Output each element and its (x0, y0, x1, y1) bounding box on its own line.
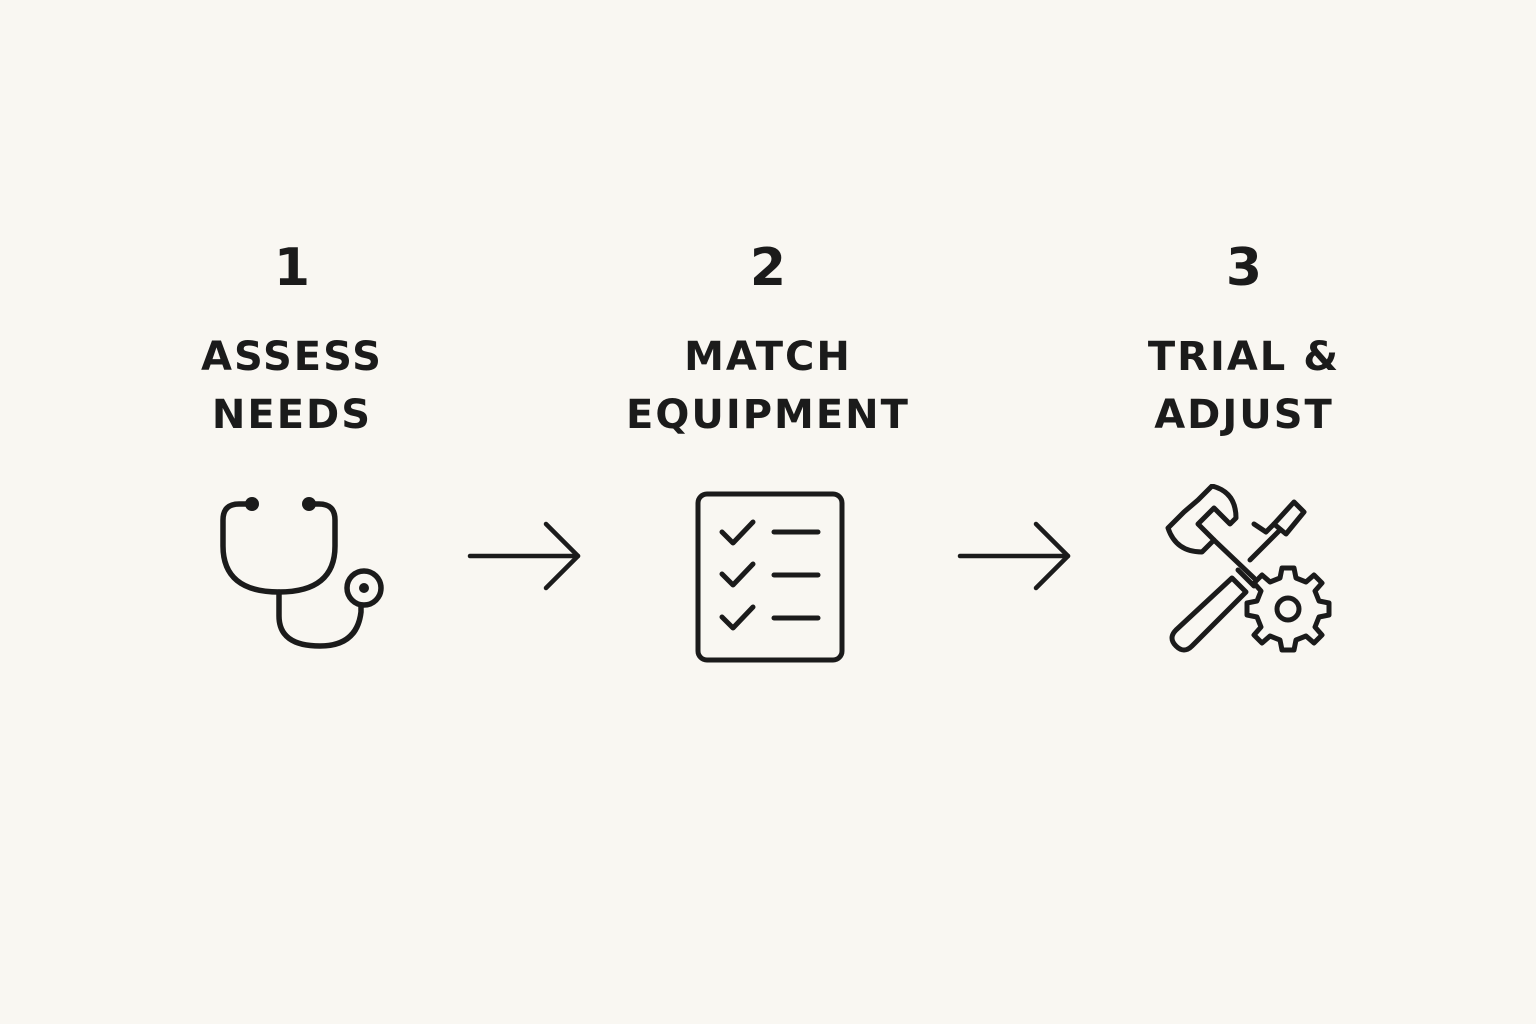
step-number: 1 (273, 238, 311, 298)
checklist-icon (695, 491, 845, 663)
stethoscope-icon (220, 497, 384, 649)
step-trial-adjust: 3 TRIAL & ADJUST (1064, 236, 1424, 664)
step-number: 3 (1225, 238, 1263, 298)
step-number: 2 (749, 238, 787, 298)
arrow-right-icon (957, 521, 1071, 591)
step-title: MATCH EQUIPMENT (626, 334, 910, 438)
step-title: TRIAL & ADJUST (1147, 334, 1341, 438)
step-assess-needs: 1 ASSESS NEEDS (112, 236, 472, 664)
step-match-equipment: 2 MATCH EQUIPMENT (588, 236, 948, 664)
step-title: ASSESS NEEDS (201, 334, 383, 438)
arrow-right-icon (467, 521, 581, 591)
tools-gear-icon (1165, 484, 1332, 653)
